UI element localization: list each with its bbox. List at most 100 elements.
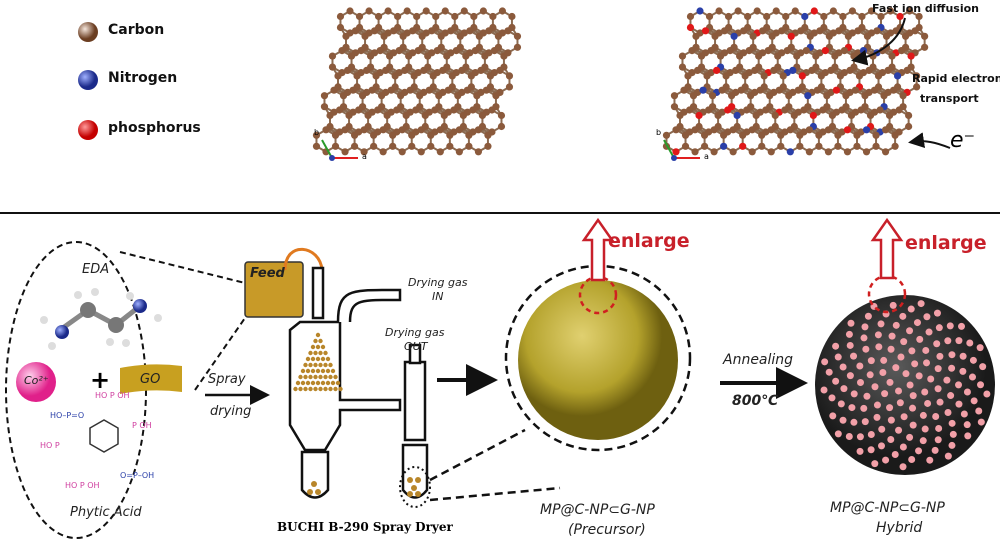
carbon-atom [427,131,435,139]
carbon-atom [372,72,380,80]
carbon-atom [670,92,679,100]
carbon-atom [408,131,416,139]
carbon-atom [312,131,321,139]
carbon-atom [410,72,418,80]
carbon-atom [360,148,368,156]
carbon-atom [885,111,894,120]
carbon-atom [479,7,487,15]
particle [310,380,316,386]
carbon-atom [422,7,430,15]
particle [325,368,331,374]
carbon-atom [820,12,828,21]
nanoparticle [933,309,941,317]
carbon-atom [720,131,728,139]
carbon-atom [796,142,804,150]
carbon-atom [357,47,365,55]
particle [325,356,331,362]
carbon-atom [322,126,330,134]
carbon-atom [469,106,477,114]
carbon-atom [888,52,896,60]
nanoparticle [828,394,836,402]
particle [293,386,298,392]
carbon-atom [482,86,491,94]
nanoparticle [847,319,855,327]
nanoparticle [877,442,885,450]
nanoparticle [935,324,943,332]
carbon-atom [351,27,360,35]
particle [315,344,321,350]
carbon-atom [500,52,508,60]
carbon-atom [840,47,849,55]
nanoparticle [936,352,944,360]
nitrogen-atom [699,86,707,94]
nanoparticle [976,344,984,352]
particle [323,374,328,380]
carbon-atom [413,12,421,21]
carbon-atom [817,72,825,80]
carbon-atom [458,66,466,74]
carbon-atom [455,126,463,134]
particle [298,386,303,392]
carbon-atom [408,142,416,150]
nanoparticle [888,332,896,340]
carbon-atom [740,27,748,35]
nanoparticle [881,390,889,398]
graphene-lattice [312,7,522,156]
phosphorus-atom [695,111,703,120]
carbon-atom [705,12,714,21]
carbon-atom [320,103,329,111]
phosphorus-atom [821,47,829,55]
carbon-atom [662,131,671,139]
particle [313,386,318,392]
carbon-atom [470,12,478,21]
carbon-atom [446,131,454,139]
phosphorus-atom [672,148,680,156]
carbon-atom [855,72,864,80]
carbon-atom [823,92,831,100]
carbon-atom [417,126,425,134]
carbon-atom [873,27,881,35]
carbon-atom [828,111,837,120]
nanoparticle [861,418,869,426]
carbon-atom [734,7,742,15]
carbon-atom [794,86,802,94]
carbon-atom [678,63,687,71]
carbon-atom [353,72,361,80]
carbon-atom [338,47,346,55]
particle [335,380,341,386]
nanoparticle [944,337,952,345]
nanoparticle [909,392,917,400]
carbon-atom [485,27,493,35]
nitrogen-atom [696,7,704,15]
nanoparticle [931,446,939,454]
nanoparticle [906,433,914,441]
nitrogen-atom [786,148,794,156]
carbon-atom [847,111,856,120]
carbon-atom [729,148,737,156]
carbon-atom [762,106,770,114]
carbon-atom [724,12,733,21]
nanoparticle [825,368,833,376]
nanoparticle [902,370,910,378]
axis-a-label: a [362,152,367,161]
phytic-acid-label: Phytic Acid [70,505,142,520]
carbon-atom [455,148,463,156]
carbon-atom [770,66,778,74]
nanoparticle [959,352,967,360]
particle [313,362,318,368]
nanoparticle [860,404,868,412]
nanoparticle [959,367,967,375]
carbon-atom [443,52,451,60]
nitrogen-atom [862,126,871,134]
carbon-atom [379,126,387,134]
carbon-atom [417,148,425,156]
carbon-atom [416,92,424,100]
particle [415,477,421,483]
nanoparticle [889,301,897,309]
nanoparticle [892,364,900,372]
annealing-label: Annealing [723,352,794,368]
fast-ion-label: Fast ion diffusion [872,2,980,15]
carbon-atom [689,92,698,100]
carbon-atom [463,86,471,94]
